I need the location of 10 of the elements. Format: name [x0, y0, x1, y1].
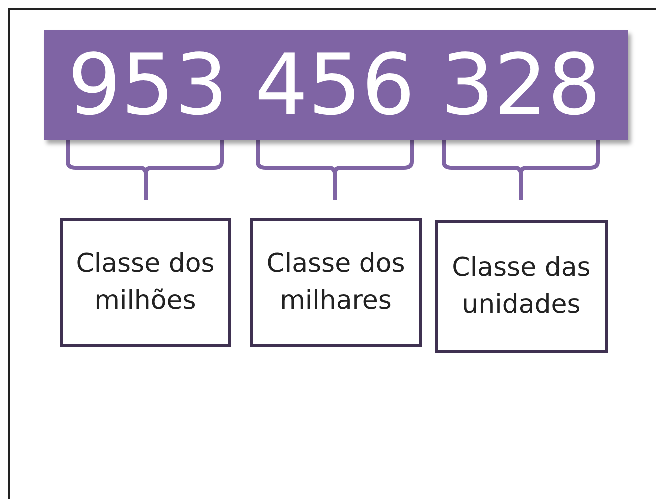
class-label-box — [250, 218, 422, 347]
number-banner — [44, 30, 628, 140]
class-name: Classe das unidades — [451, 252, 592, 322]
class-label-box — [435, 220, 608, 353]
class-name: Classe dos milhões — [75, 248, 216, 318]
digit-group: 953 — [68, 43, 228, 127]
class-name: Classe dos milhares — [266, 248, 406, 318]
digit-group: 328 — [440, 43, 602, 127]
class-label-box — [60, 218, 231, 347]
digit-group: 456 — [254, 43, 416, 127]
